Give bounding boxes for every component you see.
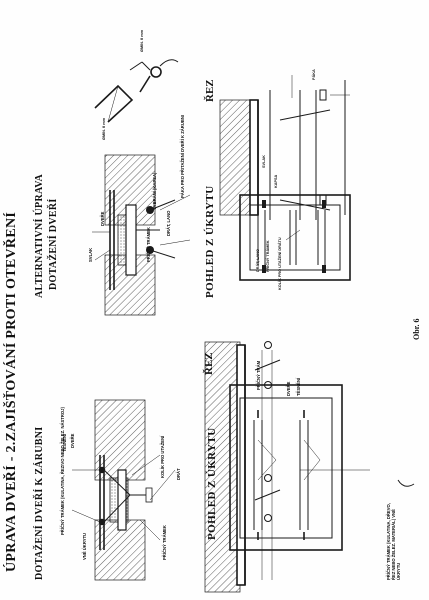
left-cross-section (71, 399, 176, 581)
label-vne-ukrytu: VNĚ ÚKRYTU (82, 532, 87, 560)
left-view-desc: PŘÍČNÝ TRÁMEK (KULATINA, DŘEVO, ŘEZ NEBO… (386, 503, 401, 580)
right-rez-section (219, 75, 350, 220)
right-view-dratlano: DRÁT, LANO (256, 249, 260, 272)
right-label-drat-lano: DRÁT, LANO (166, 210, 171, 236)
left-rez-tesneni: TĚSNĚNÍ (296, 377, 301, 396)
right-section-title-1: ALTERNATIVNÍ ÚPRAVA (34, 174, 45, 298)
right-view-title: POHLED Z ÚKRYTU (204, 185, 216, 298)
left-section-title: DOTAŽENÍ DVEŘÍ K ZÁRUBNI (34, 426, 45, 580)
right-cross-section (92, 154, 191, 316)
right-label-dvere: DVEŘE (100, 211, 105, 226)
figure-number: Obr. 6 (412, 318, 421, 341)
label-drat: DRÁT (176, 468, 181, 480)
right-section-title-2: DOTAŽENÍ DVEŘÍ (48, 198, 59, 290)
detail-min-a: ØMIN. 8 mm (102, 118, 106, 140)
label-kolik: KOLÍK PRO UTAŽENÍ (160, 435, 165, 478)
right-label-paka: PÁKA PRO PŘITAŽENÍ DVEŘÍ K ZÁRUBNI (180, 114, 185, 198)
page-title: ÚPRAVA DVEŘÍ - 2.ZAJIŠŤOVÁNÍ PROTI OTEVŘ… (4, 211, 19, 572)
right-rez-paka: PÁKA (312, 69, 316, 80)
left-view-drawing (229, 384, 415, 551)
detail-sketches (94, 59, 179, 123)
left-rez-pricny-tram: PŘÍČNÝ TRÁM (256, 360, 261, 390)
right-rez-sylak: SVLAK (262, 155, 266, 168)
right-view-kolik: KOLÍK PRO UTAŽENÍ DRÁTU (278, 237, 282, 290)
detail-min-b: ØMIN. 8 mm (140, 30, 144, 52)
right-rez-kapsa: KAPSA (274, 174, 278, 188)
left-rez-dvere: DVEŘE (286, 381, 291, 396)
right-view-pricny: PŘÍČNÝ TRÁMEK (266, 240, 270, 272)
right-label-sylak: SVLAK (88, 247, 93, 262)
label-pricny-tramek-desc: PŘÍČNÝ TRÁMEK (KULATINA, ŘEZIVO NEBO ŽEL… (60, 407, 65, 535)
right-view-drawing (239, 194, 351, 281)
right-label-pricny-tramek: PŘÍČNÝ TRÁMEK (146, 227, 151, 262)
label-pricny-tramek-1: PŘÍČNÝ TRÁMEK (162, 525, 167, 560)
right-rez-title: ŘEZ (204, 79, 216, 102)
label-dvere: DVEŘE (70, 433, 75, 448)
left-view-title: POHLED Z ÚKRYTU (206, 427, 218, 540)
left-rez-title: ŘEZ (203, 352, 215, 375)
right-label-vybrani: VYBRÁNÍ (KAPSA) (152, 172, 157, 210)
